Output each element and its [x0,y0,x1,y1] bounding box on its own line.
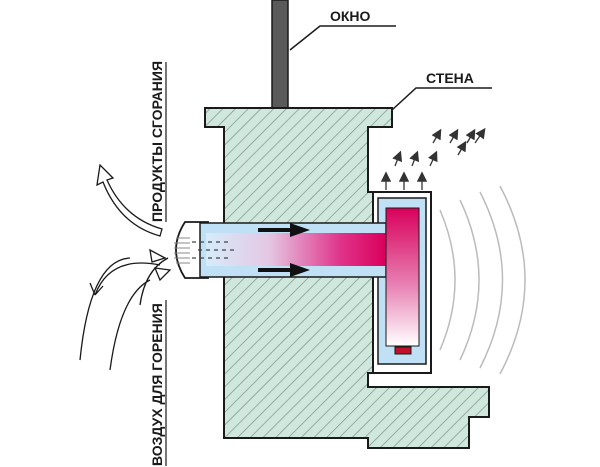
cap-grille [174,237,190,264]
exhaust-outflow-arrows [96,163,163,237]
burner [394,346,412,355]
window-label: ОКНО [330,8,371,24]
warm-air-arrows [380,127,486,190]
intake-arrow-heads [149,248,172,282]
intake-label: ВОЗДУХ ДЛЯ ГОРЕНИЯ [149,303,165,466]
intake-inflow-arrows [79,257,169,371]
exhaust-label: ПРОДУКТЫ СГОРАНИЯ [149,61,165,222]
exhaust-flue-horizontal [206,233,386,266]
combustion-chamber [385,207,420,347]
wall [204,107,490,449]
exhaust-dashes [192,241,236,259]
window-leader-line [289,25,396,51]
window-frame [271,0,289,109]
wall-label: СТЕНА [426,70,474,86]
wall-leader-line [391,87,492,111]
flow-arrow-lower [258,263,310,277]
heat-radiation-arcs [439,185,526,375]
flow-arrow-upper [258,223,310,237]
